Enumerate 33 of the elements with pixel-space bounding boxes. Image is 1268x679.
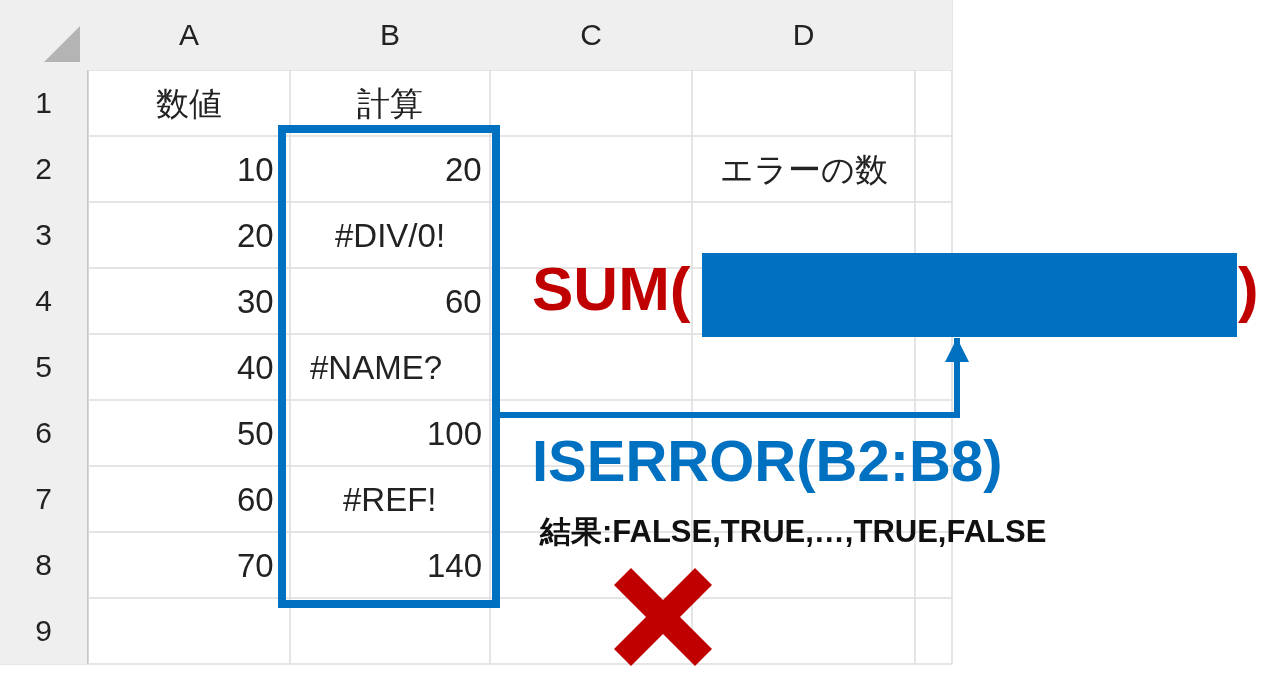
cell-value: 10 xyxy=(237,152,274,186)
highlight-frame xyxy=(278,125,500,608)
cell-value: #DIV/0! xyxy=(335,218,446,252)
cell-value: エラーの数 xyxy=(719,152,888,186)
filled-bar xyxy=(702,253,1237,337)
row-number: 9 xyxy=(0,598,88,664)
column-header: D xyxy=(692,0,915,70)
cell-value: 50 xyxy=(237,416,274,450)
cell-value: 20 xyxy=(445,152,482,186)
cell-value: 70 xyxy=(237,548,274,582)
row-number: 6 xyxy=(0,400,88,466)
row-number: 3 xyxy=(0,202,88,268)
row-number: 8 xyxy=(0,532,88,598)
cell-value: 140 xyxy=(427,548,483,582)
cell-value: 数値 xyxy=(156,86,222,120)
row-number: 5 xyxy=(0,334,88,400)
row-number: 4 xyxy=(0,268,88,334)
column-header: C xyxy=(490,0,692,70)
column-header: B xyxy=(290,0,490,70)
cell-value: 100 xyxy=(427,416,483,450)
cell-value: 30 xyxy=(237,284,274,318)
cell-value: 40 xyxy=(237,350,274,384)
row-number: 7 xyxy=(0,466,88,532)
column-header: A xyxy=(88,0,290,70)
cell-value: #REF! xyxy=(343,482,437,516)
row-number: 1 xyxy=(0,70,88,136)
result-text: 結果:FALSE,TRUE,…,TRUE,FALSE xyxy=(540,516,1047,547)
cell-value: 20 xyxy=(237,218,274,252)
row-number: 2 xyxy=(0,136,88,202)
arrow xyxy=(500,338,969,418)
cell-value: 60 xyxy=(445,284,482,318)
cell-value: 60 xyxy=(237,482,274,516)
cell-value: #NAME? xyxy=(310,350,443,384)
